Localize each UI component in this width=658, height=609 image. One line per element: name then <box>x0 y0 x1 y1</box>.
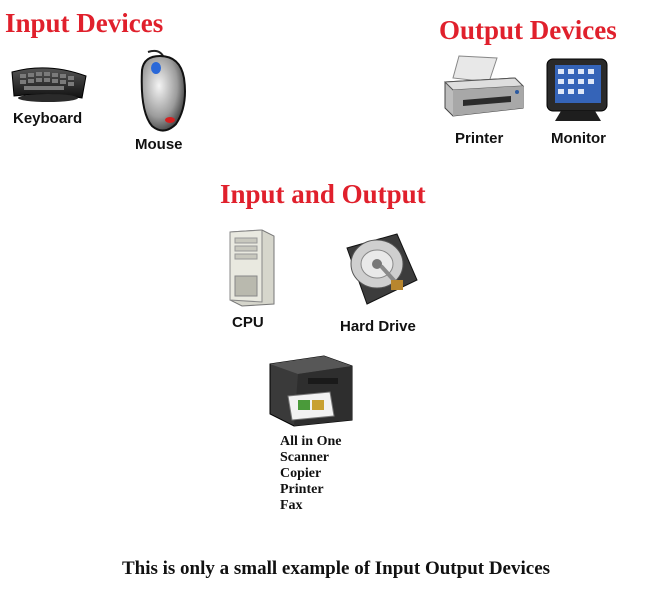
hard-drive-device <box>341 230 421 315</box>
all-in-one-line: All in One <box>280 434 342 449</box>
cpu-label: CPU <box>232 314 264 331</box>
keyboard-device <box>8 62 90 111</box>
monitor-label: Monitor <box>551 130 606 147</box>
all-in-one-label: All in One Scanner Copier Printer Fax <box>280 434 341 514</box>
printer-icon <box>443 55 525 117</box>
hard-drive-icon <box>346 233 418 305</box>
cpu-device <box>222 228 278 313</box>
mouse-icon <box>140 49 186 132</box>
monitor-device <box>543 55 613 130</box>
input-devices-heading: Input Devices <box>5 8 164 38</box>
cpu-tower-icon <box>229 229 275 307</box>
all-in-one-line: Scanner <box>280 450 329 465</box>
all-in-one-line: Fax <box>280 498 303 513</box>
hard-drive-label: Hard Drive <box>340 318 416 335</box>
monitor-icon <box>546 58 608 121</box>
keyboard-icon <box>11 67 87 102</box>
keyboard-label: Keyboard <box>13 110 83 127</box>
printer-device <box>441 52 527 127</box>
footer-caption: This is only a small example of Input Ou… <box>121 558 551 579</box>
mouse-label: Mouse <box>135 136 183 153</box>
input-output-heading: Input and Output <box>220 179 426 209</box>
all-in-one-printer-icon <box>269 355 353 427</box>
mouse-device <box>130 48 196 139</box>
printer-label: Printer <box>455 130 504 147</box>
all-in-one-device <box>264 350 358 433</box>
all-in-one-line: Printer <box>280 482 324 497</box>
output-devices-heading: Output Devices <box>439 15 617 45</box>
all-in-one-line: Copier <box>280 466 322 481</box>
